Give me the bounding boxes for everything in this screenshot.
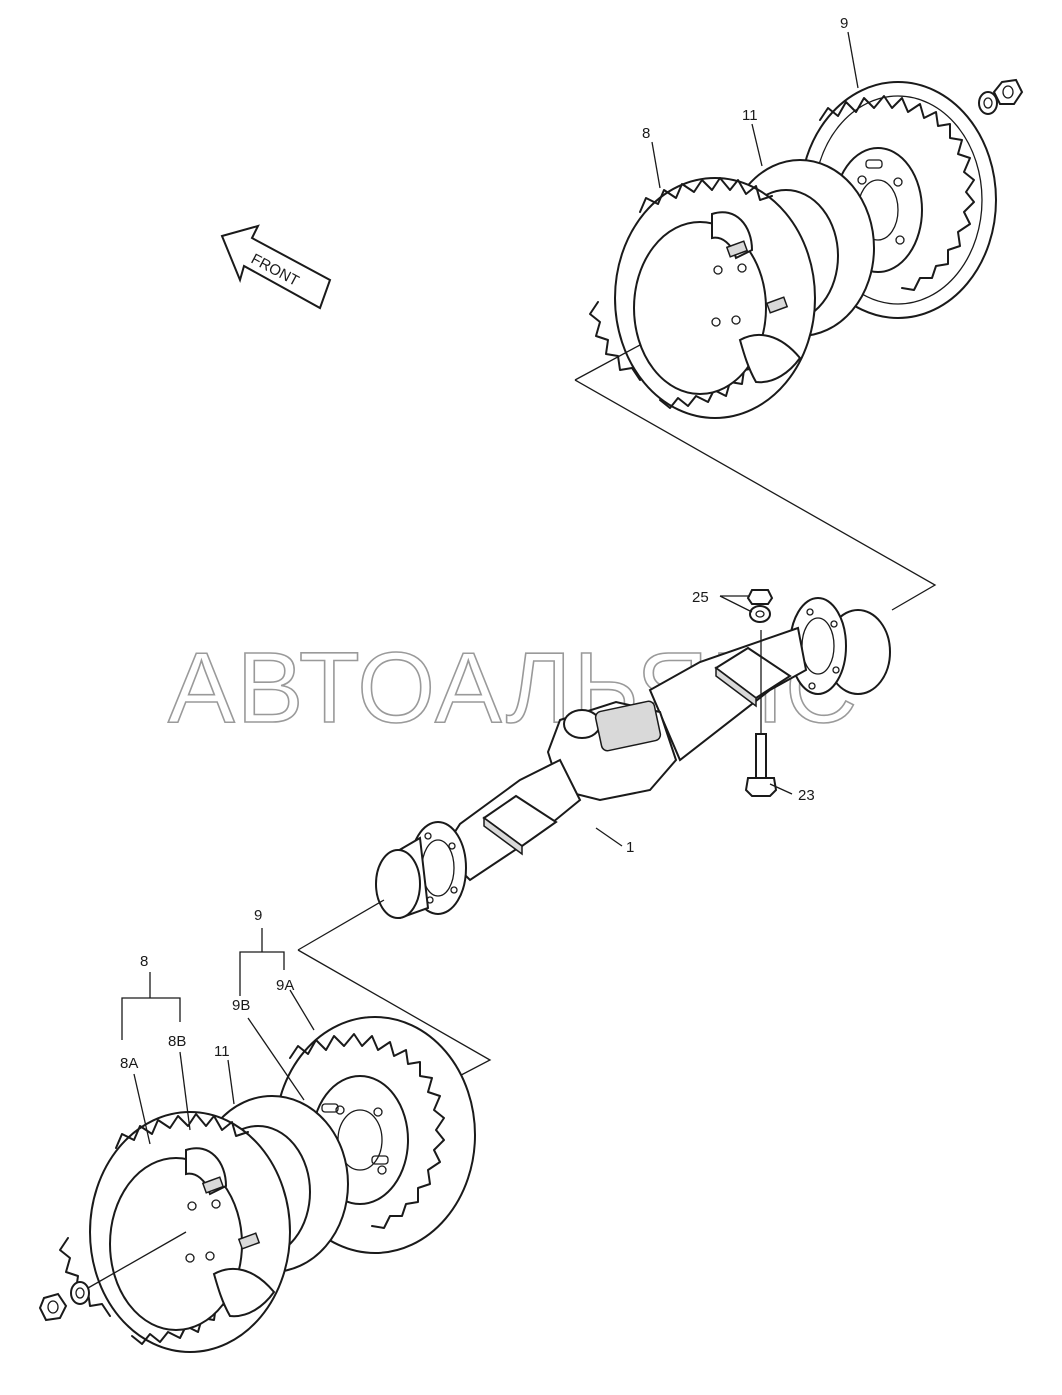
callout-leaders [121,31,859,1145]
callout-23: 23 [798,787,815,804]
callout-9-bottom: 9 [254,907,262,924]
callout-1: 1 [626,839,634,856]
callout-9-top: 9 [840,15,848,32]
callout-11-top: 11 [742,107,758,124]
axle-housing-1 [375,597,891,920]
top-guide-line-a [574,344,641,381]
callout-25: 25 [692,589,709,606]
bottom-guide-line-a [297,899,385,951]
callout-9a: 9A [276,977,294,994]
callout-8-top: 8 [642,125,650,142]
bottom-inner-wheel-8 [59,1111,291,1353]
callout-11-bottom: 11 [214,1043,230,1060]
top-guide-line-b [574,379,937,611]
callout-8b: 8B [168,1033,186,1050]
bolt-23 [744,630,778,797]
nuts-25 [746,589,774,623]
front-direction-arrow: FRONT [220,224,332,310]
callout-8-bottom: 8 [140,953,148,970]
top-inner-wheel-8 [589,177,816,419]
callout-8a: 8A [120,1055,138,1072]
callout-9b: 9B [232,997,250,1014]
top-washer-nut [978,78,1024,115]
bottom-washer-nut [38,1231,187,1322]
